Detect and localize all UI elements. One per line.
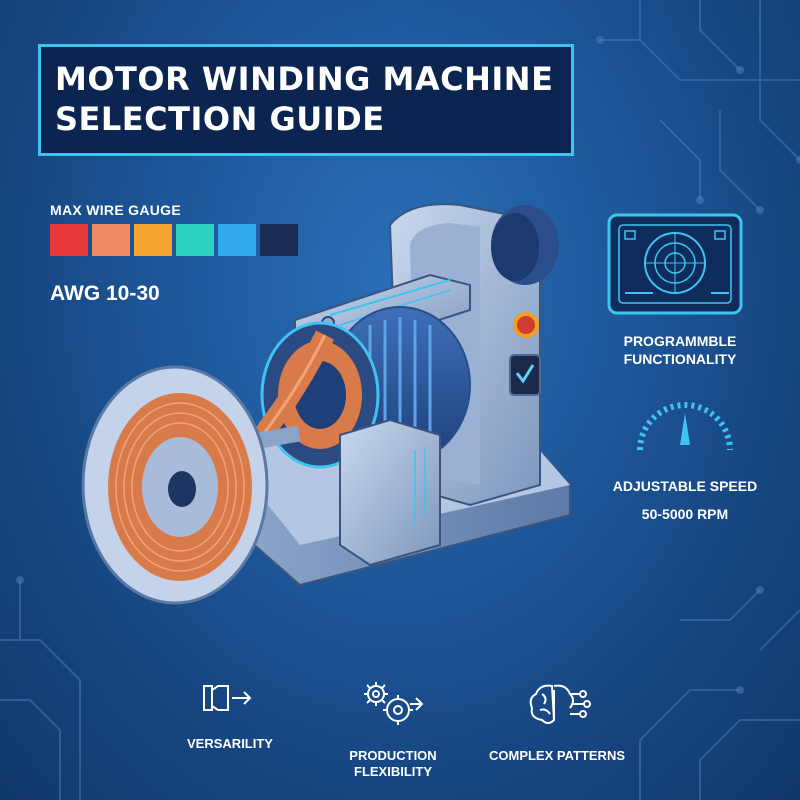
- gauge-swatch-1: [50, 224, 88, 256]
- feature-production-line-2: FLEXIBILITY: [354, 764, 432, 779]
- brain-circuit-icon: [529, 684, 591, 724]
- feature-complex-patterns-label: COMPLEX PATTERNS: [488, 748, 626, 763]
- gauge-swatch-2: [92, 224, 130, 256]
- title-line-2: SELECTION GUIDE: [55, 100, 385, 138]
- feature-versatility-label: VERSARILITY: [187, 736, 273, 751]
- gears-icon: [364, 682, 424, 725]
- versatility-icon: [203, 685, 252, 711]
- feature-complex-patterns: COMPLEX PATTERNS: [482, 680, 632, 764]
- winding-machine-illustration: [81, 203, 571, 605]
- gauge-swatch-3: [134, 224, 172, 256]
- wire-gauge-value: AWG 10-30: [50, 282, 160, 305]
- speed-value: 50-5000 RPM: [641, 506, 729, 522]
- title-line-1: MOTOR WINDING MACHINE: [55, 60, 554, 98]
- control-screen-icon: [607, 213, 743, 315]
- feature-versatility: VERSARILITY: [155, 680, 305, 752]
- gauge-swatch-6: [260, 224, 298, 256]
- title-box: MOTOR WINDING MACHINE SELECTION GUIDE: [38, 44, 575, 156]
- programmable-line-2: FUNCTIONALITY: [623, 351, 737, 367]
- programmable-line-1: PROGRAMMBLE: [623, 333, 737, 349]
- wire-gauge-label: MAX WIRE GAUGE: [50, 202, 181, 218]
- speed-dial-icon: [637, 402, 733, 451]
- gauge-swatch-4: [176, 224, 214, 256]
- speed-label: ADJUSTABLE SPEED: [612, 478, 758, 494]
- programmable-label: PROGRAMMBLE FUNCTIONALITY: [600, 332, 760, 368]
- gauge-swatch-5: [218, 224, 256, 256]
- wire-gauge-swatches: [50, 224, 298, 256]
- feature-production-line-1: PRODUCTION: [349, 748, 437, 763]
- feature-production-flexibility: PRODUCTION FLEXIBILITY: [318, 680, 468, 780]
